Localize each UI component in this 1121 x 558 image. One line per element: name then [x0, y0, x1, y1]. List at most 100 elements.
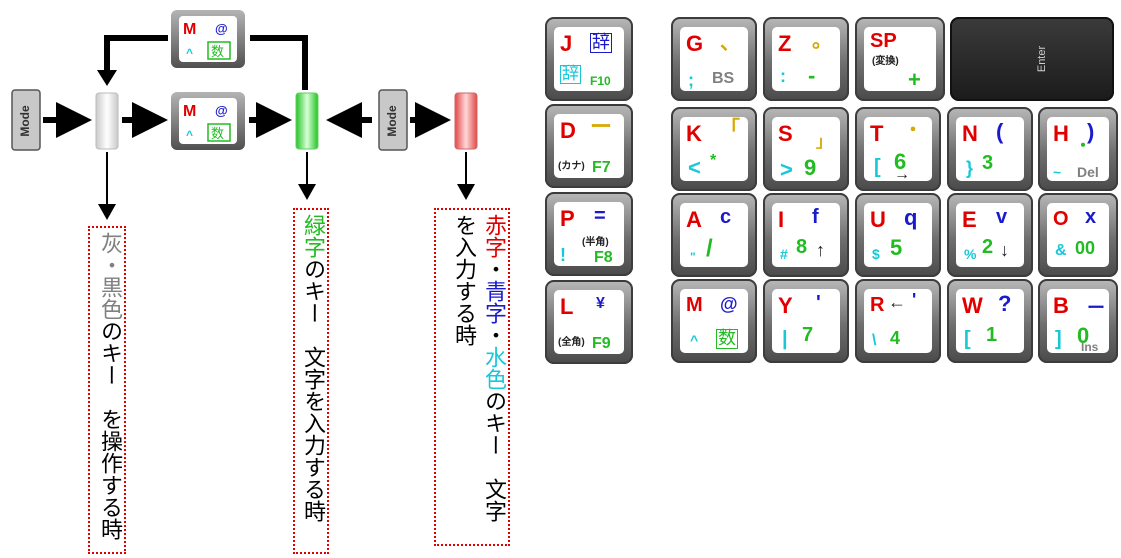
key-legend: ←	[888, 292, 906, 312]
mode-flow-diagram: Mode M @ ^ 数 M @ ^ 数 Mode	[11, 10, 478, 220]
label-segment: 緑字	[300, 214, 325, 258]
label-segment: ・	[481, 324, 506, 346]
key-legend: 辞	[590, 32, 612, 53]
key-legend: ・	[904, 120, 922, 140]
key-sp: SP(変換)+	[855, 17, 945, 101]
svg-text:M: M	[183, 103, 196, 120]
key-legend: ~	[1053, 164, 1062, 180]
key-legend: L	[560, 294, 574, 319]
key-legend: T	[870, 121, 884, 146]
key-legend: 「	[720, 118, 740, 140]
key-legend: f	[812, 206, 819, 228]
key-legend: =	[594, 205, 606, 227]
key-legend: ?	[998, 291, 1012, 316]
key-legend: →	[894, 166, 910, 183]
svg-text:数: 数	[211, 127, 224, 142]
key-legend: )	[1087, 119, 1095, 144]
key-legend: Y	[778, 293, 793, 318]
label-segment: ・	[481, 258, 506, 280]
key-legend: W	[962, 293, 983, 318]
key-legend: 3	[982, 152, 994, 174]
key-r: R← ' \ 4	[855, 279, 941, 363]
green-bar-text-mode	[295, 92, 319, 150]
mode-key-label: Mode	[385, 105, 399, 137]
label-segment: 青字	[481, 280, 506, 324]
key-legend: >	[780, 157, 793, 182]
key-legend: K	[686, 121, 702, 146]
label-colored-keys: 赤字・青字・水色のキー 文字を入力する時	[434, 208, 510, 546]
key-legend: F8	[594, 249, 613, 266]
key-legend: ;	[688, 70, 694, 90]
key-k: K「<*	[671, 107, 757, 191]
key-face: Y'|7	[772, 289, 840, 353]
key-legend: }	[966, 158, 974, 178]
label-segment: 水色	[481, 346, 506, 390]
m-key-diagram: M @ ^ 数	[171, 92, 245, 150]
key-legend: 、	[720, 32, 740, 54]
key-legend: x	[1085, 206, 1097, 228]
key-y: Y'|7	[763, 279, 849, 363]
key-face: SP(変換)+	[864, 27, 936, 91]
svg-text:M: M	[183, 21, 196, 38]
key-legend: ]	[1055, 328, 1062, 350]
key-legend: ・	[1075, 138, 1092, 155]
arrow-down	[97, 70, 117, 86]
label-segment: のキー 文字を入力する時	[451, 214, 506, 522]
label-segment: 灰・黒色	[97, 232, 122, 320]
key-legend: v	[996, 206, 1008, 228]
enter-key: Enter	[950, 17, 1114, 101]
key-legend: 」	[816, 134, 833, 151]
key-legend: Ins	[1081, 340, 1099, 354]
key-legend: ^	[690, 332, 699, 348]
key-legend: '	[816, 292, 821, 314]
key-legend: U	[870, 207, 886, 232]
label-green-keys: 緑字のキー 文字を入力する時	[293, 208, 329, 554]
key-face: R← ' \ 4	[864, 289, 932, 353]
key-legend: ー	[590, 114, 613, 139]
key-legend: 数	[716, 328, 738, 349]
label-segment: 赤字	[481, 214, 506, 258]
key-legend: \	[872, 332, 877, 349]
key-face: M@^数	[680, 289, 748, 353]
key-legend: J	[560, 31, 573, 56]
key-legend: 4	[890, 328, 901, 348]
key-legend: B	[1053, 293, 1069, 318]
key-legend: A	[686, 207, 702, 232]
key-legend: F9	[592, 335, 611, 352]
key-legend: O	[1053, 208, 1069, 230]
key-legend: &	[1055, 242, 1067, 259]
key-legend: Z	[778, 31, 792, 56]
key-legend: 9	[804, 155, 817, 180]
svg-text:@: @	[215, 21, 228, 36]
key-legend: 5	[890, 235, 903, 260]
key-n: N(}3	[947, 107, 1033, 191]
key-legend: #	[780, 246, 788, 262]
key-legend: R	[870, 294, 885, 316]
key-legend: @	[720, 294, 738, 314]
svg-text:^: ^	[186, 128, 193, 142]
svg-text:^: ^	[186, 46, 193, 60]
key-legend: '	[912, 290, 917, 310]
key-w: W?[1	[947, 279, 1033, 363]
key-legend: SP	[870, 30, 897, 52]
key-legend: !	[560, 245, 566, 265]
mode-key-label: Mode	[18, 105, 32, 137]
key-legend: +	[908, 67, 921, 92]
key-face: N(}3	[956, 117, 1024, 181]
key-legend: 6	[894, 149, 907, 174]
key-z: Z。:-	[763, 17, 849, 101]
key-legend: H	[1053, 121, 1069, 146]
key-legend: 8	[796, 236, 808, 258]
white-bar-gray-mode	[95, 92, 119, 150]
